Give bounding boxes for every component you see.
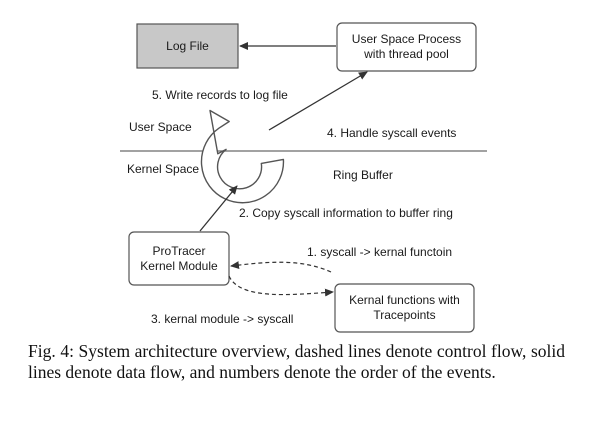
- user-process-label-line1: User Space Process: [352, 32, 461, 46]
- step-2-label: 2. Copy syscall information to buffer ri…: [239, 206, 453, 220]
- kernel-functions-label-line2: Tracepoints: [373, 308, 435, 322]
- kernel-space-label: Kernel Space: [127, 162, 199, 176]
- step-3-label: 3. kernal module -> syscall: [151, 312, 293, 326]
- arrow-buffer-to-process: [268, 71, 368, 131]
- ring-buffer-label: Ring Buffer: [333, 168, 393, 182]
- kernel-functions-box: [334, 283, 475, 333]
- log-file-box: [136, 23, 239, 69]
- arrow-syscall-to-module: [230, 261, 332, 273]
- figure-caption: Fig. 4: System architecture overview, da…: [28, 341, 565, 382]
- step-1-label: 1. syscall -> kernal functoin: [307, 245, 452, 259]
- user-process-label-line2: with thread pool: [363, 47, 449, 61]
- kernel-functions-label-line1: Kernal functions with: [349, 293, 460, 307]
- user-space-label: User Space: [129, 120, 192, 134]
- log-file-label: Log File: [166, 39, 209, 53]
- arrow-module-to-kernel-functions: [228, 275, 334, 297]
- protracer-label-line1: ProTracer: [153, 244, 206, 258]
- protracer-label-line2: Kernel Module: [140, 259, 218, 273]
- user-process-box: [336, 22, 477, 72]
- ring-buffer-icon: [200, 109, 285, 204]
- step-4-label: 4. Handle syscall events: [327, 126, 456, 140]
- protracer-box: [128, 231, 230, 286]
- arrow-module-to-buffer: [199, 185, 238, 232]
- architecture-diagram: User Space Kernel Space Log File User Sp…: [120, 22, 487, 333]
- step-5-label: 5. Write records to log file: [152, 88, 288, 102]
